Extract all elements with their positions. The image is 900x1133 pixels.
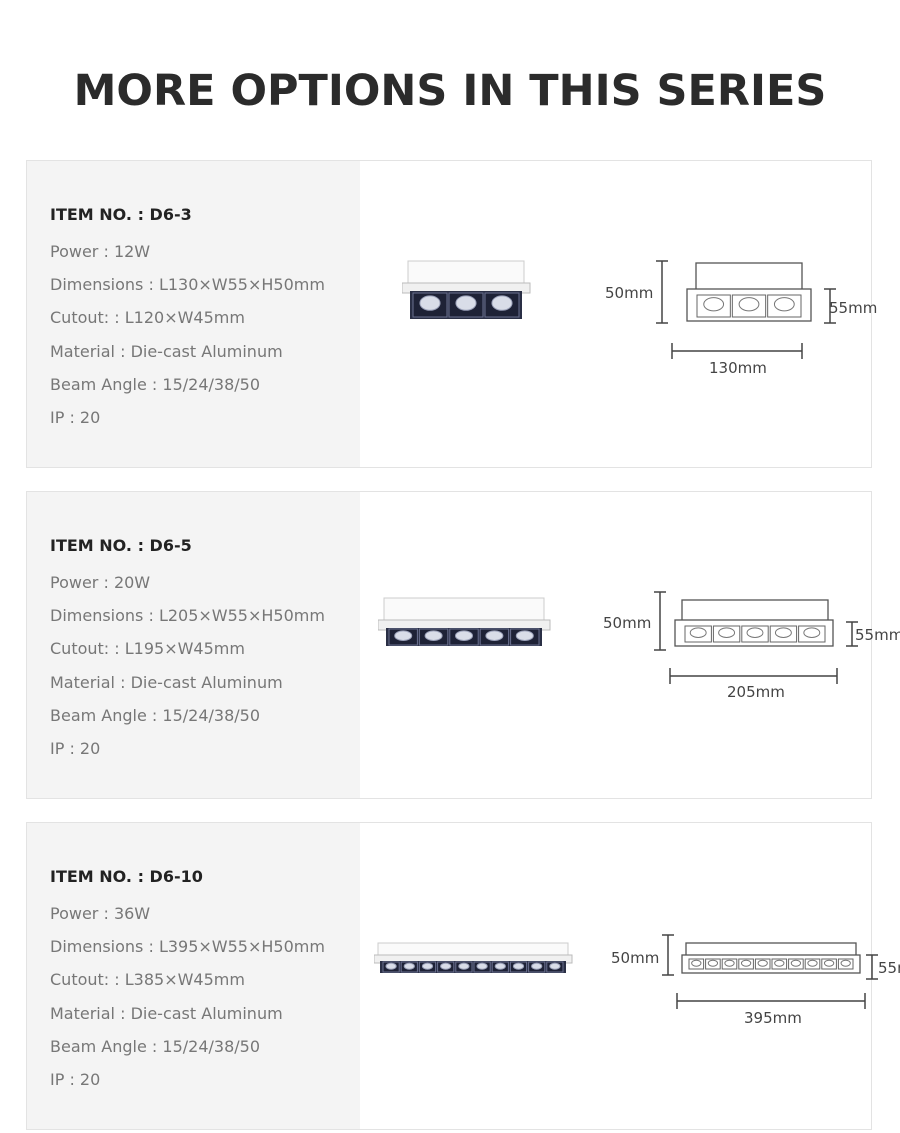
led-lens-icon (738, 297, 760, 312)
led-lens-icon (515, 630, 534, 642)
led-lens-icon (807, 959, 818, 967)
led-lens-icon (707, 959, 719, 967)
led-lens-icon (803, 627, 821, 639)
led-lens-icon (531, 962, 543, 970)
spec-cutout: Cutout: : L385×W45mm (50, 970, 245, 989)
image-panel: 50mm 55mm 130mm (360, 161, 877, 467)
spec-power: Power : 36W (50, 904, 151, 923)
spec-dimensions: Dimensions : L130×W55×H50mm (50, 275, 325, 294)
length-dimension-label: 130mm (709, 359, 767, 377)
led-lens-icon (703, 297, 725, 312)
item-number: ITEM NO. : D6-10 (50, 867, 203, 886)
led-lens-icon (691, 959, 702, 967)
led-lens-icon (774, 627, 792, 639)
led-lens-icon (424, 630, 443, 642)
spec-beam-angle: Beam Angle : 15/24/38/50 (50, 706, 260, 725)
spec-material: Material : Die-cast Aluminum (50, 673, 283, 692)
led-lens-icon (476, 962, 488, 970)
page-title: MORE OPTIONS IN THIS SERIES (73, 66, 827, 116)
led-lens-icon (454, 630, 474, 642)
led-lens-icon (840, 959, 851, 967)
item-number: ITEM NO. : D6-3 (50, 205, 192, 224)
spec-beam-angle: Beam Angle : 15/24/38/50 (50, 1037, 260, 1056)
product-card-d6-5: ITEM NO. : D6-5 Power : 20W Dimensions :… (26, 491, 900, 799)
led-lens-icon (440, 962, 452, 970)
product-photo (402, 260, 531, 319)
item-number: ITEM NO. : D6-5 (50, 536, 192, 555)
led-lens-icon (494, 962, 506, 970)
length-dimension-label: 395mm (744, 1009, 802, 1027)
spec-ip: IP : 20 (50, 408, 101, 427)
led-lens-icon (724, 959, 735, 967)
dimension-drawing: 50mm 55mm 130mm (605, 260, 877, 377)
led-lens-icon (740, 959, 752, 967)
spec-ip: IP : 20 (50, 1070, 101, 1089)
spec-beam-angle: Beam Angle : 15/24/38/50 (50, 375, 260, 394)
length-dimension-label: 205mm (727, 683, 785, 701)
spec-panel: ITEM NO. : D6-5 Power : 20W Dimensions :… (27, 492, 360, 798)
led-lens-icon (757, 959, 768, 967)
height-dimension-label: 50mm (605, 284, 653, 302)
dimension-drawing: 50mm 55mm 395mm (611, 934, 900, 1027)
spec-panel: ITEM NO. : D6-10 Power : 36W Dimensions … (27, 823, 360, 1129)
dimension-drawing: 50mm 55mm 205mm (603, 591, 900, 701)
spec-dimensions: Dimensions : L395×W55×H50mm (50, 937, 325, 956)
spec-power: Power : 20W (50, 573, 151, 592)
led-lens-icon (485, 630, 504, 642)
spec-dimensions: Dimensions : L205×W55×H50mm (50, 606, 325, 625)
led-lens-icon (455, 295, 477, 311)
led-lens-icon (774, 959, 785, 967)
led-lens-icon (823, 959, 835, 967)
led-lens-icon (549, 962, 561, 970)
spec-ip: IP : 20 (50, 739, 101, 758)
led-lens-icon (746, 627, 764, 639)
led-lens-icon (419, 295, 441, 311)
led-lens-icon (512, 962, 525, 970)
image-panel: 50mm 55mm 395mm (360, 823, 900, 1129)
led-lens-icon (491, 295, 513, 311)
product-card-d6-3: ITEM NO. : D6-3 Power : 12W Dimensions :… (26, 160, 877, 468)
spec-power: Power : 12W (50, 242, 151, 261)
led-lens-icon (385, 962, 397, 970)
height-dimension-label: 50mm (603, 614, 651, 632)
led-lens-icon (403, 962, 415, 970)
led-lens-icon (394, 630, 413, 642)
led-lens-icon (421, 962, 434, 970)
led-lens-icon (718, 627, 736, 639)
led-lens-icon (458, 962, 470, 970)
spec-material: Material : Die-cast Aluminum (50, 342, 283, 361)
product-photo (374, 942, 573, 973)
led-lens-icon (773, 297, 795, 312)
spec-panel: ITEM NO. : D6-3 Power : 12W Dimensions :… (27, 161, 360, 467)
width-dimension-label: 55mm (829, 299, 877, 317)
width-dimension-label: 55mm (855, 626, 900, 644)
height-dimension-label: 50mm (611, 949, 659, 967)
led-lens-icon (790, 959, 802, 967)
image-panel: 50mm 55mm 205mm (360, 492, 900, 798)
width-dimension-label: 55mm (878, 959, 900, 977)
led-lens-icon (689, 627, 707, 639)
spec-material: Material : Die-cast Aluminum (50, 1004, 283, 1023)
product-card-d6-10: ITEM NO. : D6-10 Power : 36W Dimensions … (26, 822, 900, 1130)
product-photo (378, 597, 551, 646)
spec-cutout: Cutout: : L195×W45mm (50, 639, 245, 658)
spec-cutout: Cutout: : L120×W45mm (50, 308, 245, 327)
